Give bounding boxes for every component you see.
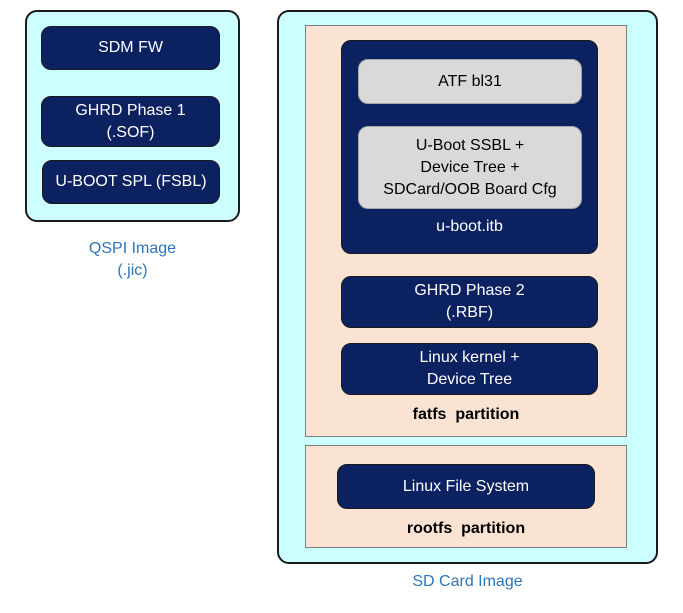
fatfs-partition-label: fatfs partition [412,406,520,423]
linux-fs-label: Linux File System [402,477,530,495]
ghrd-phase2-box: GHRD Phase 2 (.RBF) [341,276,598,328]
linux-kernel-line2: Device Tree [426,371,513,388]
qspi-caption-line2: (.jic) [117,262,148,279]
qspi-caption-line1: QSPI Image [88,240,177,257]
sdcard-image-caption: SD Card Image [412,573,523,590]
linux-kernel-box: Linux kernel + Device Tree [341,343,598,395]
rootfs-partition-label: rootfs partition [406,520,526,537]
ghrd-phase1-line2: (.SOF) [106,123,155,141]
ghrd-phase2-line2: (.RBF) [445,304,494,321]
uboot-spl-box: U-BOOT SPL (FSBL) [42,160,220,204]
ghrd-phase1-box: GHRD Phase 1 (.SOF) [41,96,220,147]
qspi-image-caption: QSPI Image (.jic) [25,238,240,282]
uboot-ssbl-line1: U-Boot SSBL + [415,136,525,154]
ghrd-phase1-line1: GHRD Phase 1 [75,101,186,119]
uboot-ssbl-box: U-Boot SSBL + Device Tree + SDCard/OOB B… [358,126,582,209]
sdm-fw-label: SDM FW [98,39,163,56]
uboot-itb-label: u-boot.itb [436,218,503,235]
atf-bl31-label: ATF bl31 [438,72,502,90]
uboot-ssbl-line3: SDCard/OOB Board Cfg [383,180,557,198]
atf-bl31-box: ATF bl31 [358,59,582,104]
sdm-fw-box: SDM FW [41,26,220,70]
linux-kernel-line1: Linux kernel + [419,349,520,366]
ghrd-phase2-line1: GHRD Phase 2 [414,282,525,299]
linux-fs-box: Linux File System [337,464,595,509]
uboot-ssbl-line2: Device Tree + [420,158,520,176]
uboot-spl-label: U-BOOT SPL (FSBL) [55,173,207,190]
